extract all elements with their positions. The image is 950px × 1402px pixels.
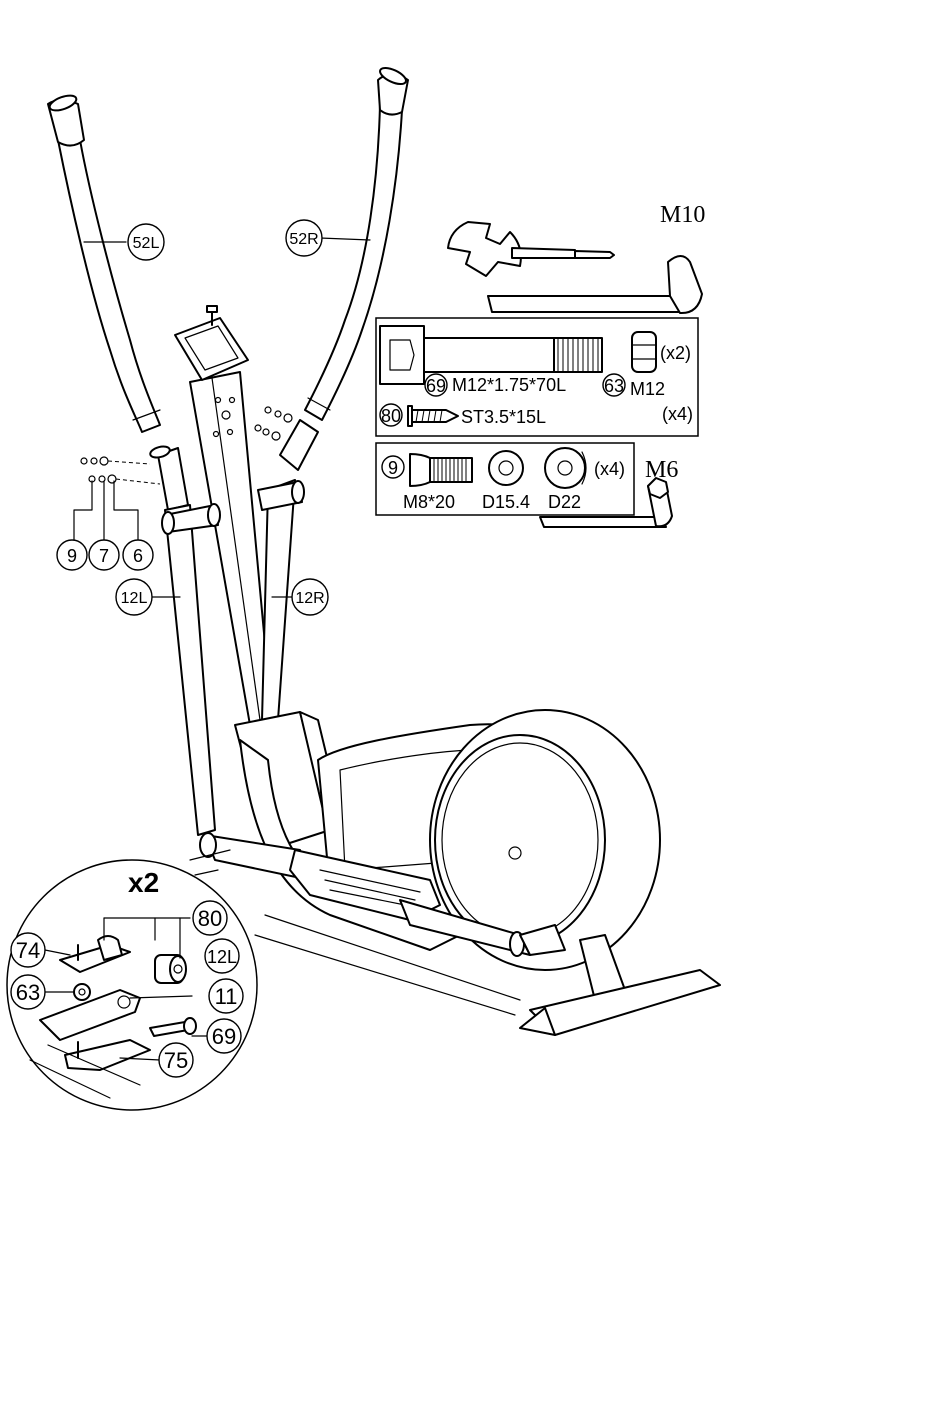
label-washer-small: D15.4 <box>482 492 530 512</box>
bubble-9: 9 <box>57 540 87 570</box>
label-nut-qty: (x2) <box>660 343 691 363</box>
label-inset-69: 69 <box>212 1024 236 1049</box>
label-52r: 52R <box>289 231 318 248</box>
bubble-inset-80: 80 <box>193 901 227 935</box>
label-7: 7 <box>99 546 109 566</box>
label-bolt-m8-spec: M8*20 <box>403 492 455 512</box>
arm-right <box>258 420 318 720</box>
machine-body <box>200 710 720 1035</box>
bubble-52r: 52R <box>286 220 322 256</box>
label-12r: 12R <box>295 590 324 607</box>
label-washer-large: D22 <box>548 492 581 512</box>
hardware-box-2: 9 (x4) M8*20 D15.4 D22 <box>376 443 634 515</box>
label-inset-74: 74 <box>16 938 40 963</box>
handlebar-left <box>48 93 160 432</box>
label-m10: M10 <box>660 202 705 228</box>
bubble-12l: 12L <box>116 579 152 615</box>
label-6: 6 <box>133 546 143 566</box>
bubble-inset-74: 74 <box>11 933 45 967</box>
label-screw-spec: ST3.5*15L <box>461 407 546 427</box>
label-12l: 12L <box>121 590 148 607</box>
label-52l: 52L <box>133 235 160 252</box>
bubble-inset-11: 11 <box>209 979 243 1013</box>
bolt-m8-icon <box>410 454 472 486</box>
nut-m12-icon <box>632 332 656 372</box>
bubble-inset-75: 75 <box>159 1043 193 1077</box>
washer-d22-icon <box>545 448 586 488</box>
label-nut-63: 63 <box>604 376 624 396</box>
detail-inset: x2 80 74 12L 63 11 69 75 <box>7 850 257 1110</box>
bubble-inset-12l: 12L <box>205 939 239 973</box>
hardware-box-1: 69 M12*1.75*70L 63 M12 (x2) 80 ST3.5*15L… <box>376 318 698 436</box>
label-bolt-9: 9 <box>388 458 398 478</box>
label-inset-63: 63 <box>16 980 40 1005</box>
label-9: 9 <box>67 546 77 566</box>
label-bolt-69: 69 <box>426 376 446 396</box>
bubble-7: 7 <box>89 540 119 570</box>
bubble-12r: 12R <box>292 579 328 615</box>
label-inset-11: 11 <box>215 984 238 1009</box>
label-bolt-spec: M12*1.75*70L <box>452 375 566 395</box>
label-box2-qty: (x4) <box>594 459 625 479</box>
washer-d154-icon <box>489 451 523 485</box>
label-m6: M6 <box>645 457 678 483</box>
bubble-52l: 52L <box>128 224 164 260</box>
small-hardware-top <box>81 407 292 484</box>
label-inset-12l: 12L <box>207 947 237 967</box>
bubble-6: 6 <box>123 540 153 570</box>
label-screw-80: 80 <box>381 406 401 426</box>
arm-left <box>149 445 220 835</box>
bubble-inset-69: 69 <box>207 1019 241 1053</box>
label-screw-qty: (x4) <box>662 404 693 424</box>
bubble-inset-63: 63 <box>11 975 45 1009</box>
inset-bushing <box>155 955 186 983</box>
label-nut-spec: M12 <box>630 379 665 399</box>
inset-nut-63 <box>74 984 90 1000</box>
label-inset-x2: x2 <box>128 867 159 898</box>
tool-spanner-screwdriver <box>448 222 614 276</box>
label-inset-80: 80 <box>198 906 222 931</box>
label-inset-75: 75 <box>164 1048 188 1073</box>
